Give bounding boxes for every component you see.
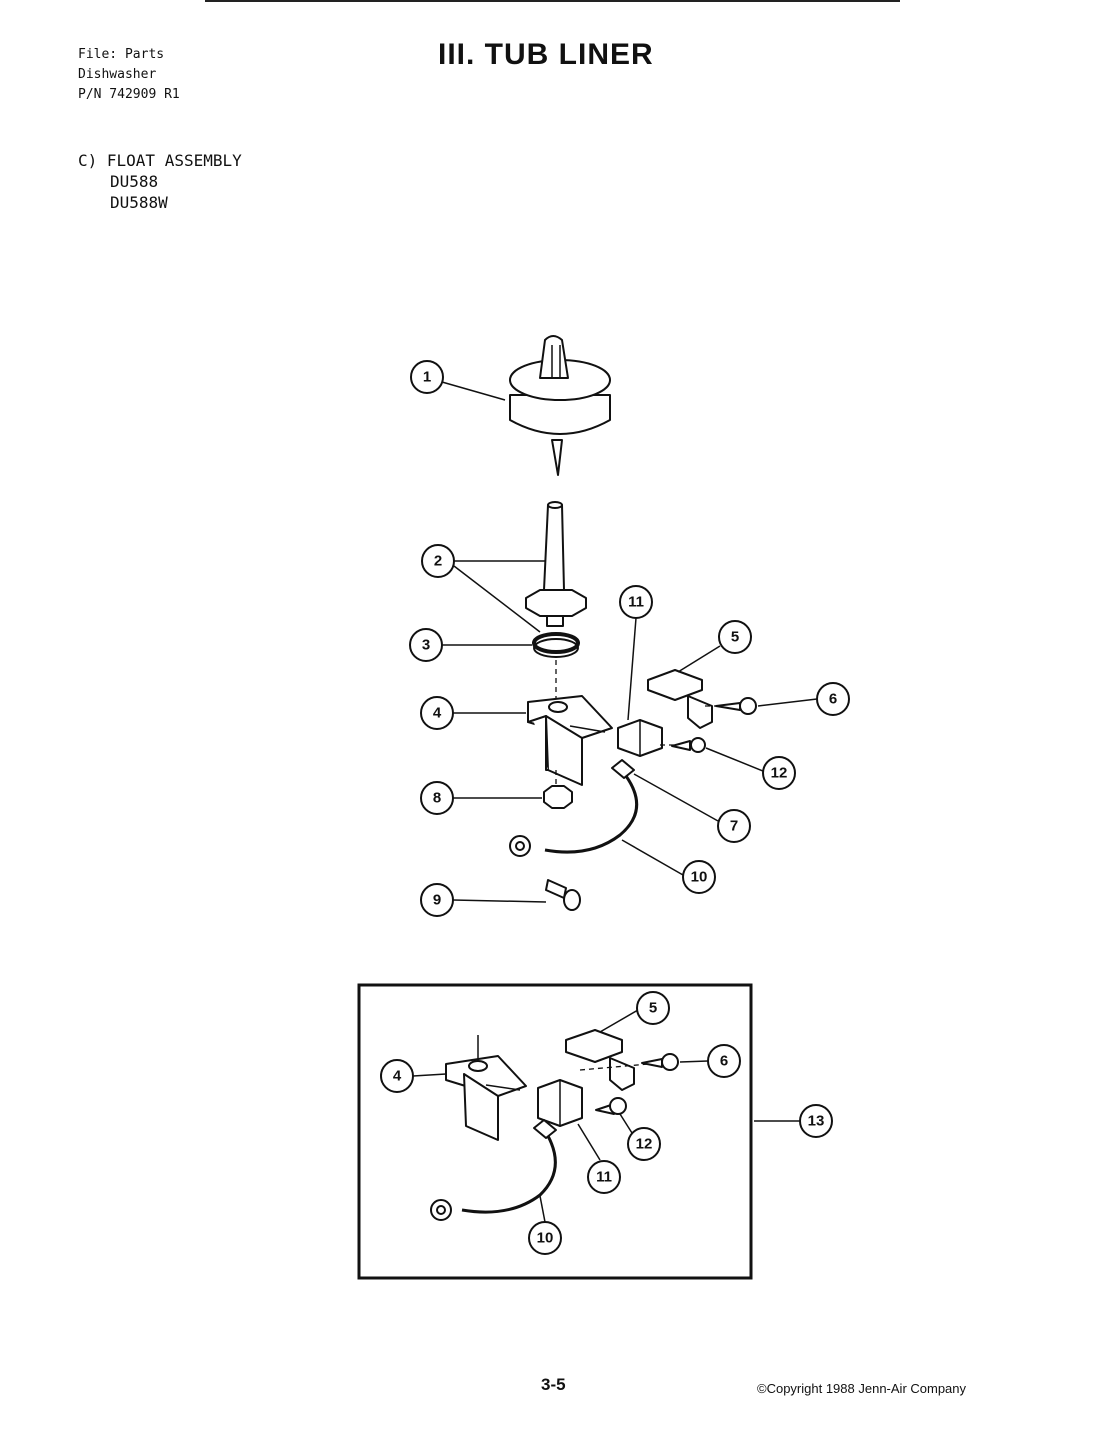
callout-13: 13 (799, 1104, 833, 1138)
callout-5: 5 (718, 620, 752, 654)
screw-part (660, 737, 706, 753)
screw-part (579, 1053, 679, 1071)
callout-12: 12 (762, 756, 796, 790)
callout-6: 6 (816, 682, 850, 716)
callout-11: 11 (619, 585, 653, 619)
callout-10: 10 (528, 1221, 562, 1255)
screw-part (545, 879, 581, 911)
callout-number: 7 (730, 818, 738, 835)
callout-4: 4 (380, 1059, 414, 1093)
model-number: DU588 (110, 172, 159, 191)
stem-part (525, 501, 587, 627)
callout-9: 9 (420, 883, 454, 917)
wire-part (430, 1135, 557, 1221)
scan-top-edge (205, 0, 900, 2)
callout-4: 4 (420, 696, 454, 730)
bracket-part (527, 695, 613, 786)
callout-2: 2 (421, 544, 455, 578)
callout-number: 11 (596, 1169, 612, 1186)
callout-5: 5 (636, 991, 670, 1025)
callout-1: 1 (410, 360, 444, 394)
callout-number: 2 (434, 553, 442, 570)
callout-6: 6 (707, 1044, 741, 1078)
clamp-part (647, 669, 713, 729)
terminal-part (533, 1119, 557, 1139)
clip-part (537, 1079, 583, 1127)
callout-number: 3 (422, 637, 430, 654)
callout-number: 5 (731, 629, 739, 646)
screw-part (705, 697, 757, 715)
page-number: 3-5 (541, 1375, 566, 1394)
o-ring-part (532, 632, 580, 658)
callout-number: 4 (433, 705, 442, 722)
section-title: C) FLOAT ASSEMBLY (78, 151, 242, 170)
float-part (509, 335, 611, 476)
leader-lines (441, 381, 818, 903)
callout-12: 12 (627, 1127, 661, 1161)
callout-number: 4 (393, 1068, 402, 1085)
callout-11: 11 (587, 1160, 621, 1194)
file-line: File: Parts (78, 47, 165, 62)
terminal-part (611, 759, 635, 779)
bracket-part (445, 1035, 527, 1141)
callout-number: 12 (771, 765, 788, 782)
callout-number: 6 (829, 691, 837, 708)
callout-number: 6 (720, 1053, 728, 1070)
callout-number: 13 (808, 1113, 825, 1130)
callout-number: 11 (628, 594, 644, 611)
product-line: Dishwasher (78, 67, 157, 82)
callout-number: 10 (691, 869, 708, 886)
clip-part (617, 719, 663, 757)
callout-number: 8 (433, 790, 441, 807)
callout-number: 9 (433, 892, 441, 909)
callout-number: 5 (649, 1000, 657, 1017)
section-heading: C) FLOAT ASSEMBLY DU588 DU588W (78, 150, 242, 213)
copyright-notice: ©Copyright 1988 Jenn-Air Company (757, 1381, 967, 1396)
callout-7: 7 (717, 809, 751, 843)
screw-part (595, 1097, 627, 1115)
nut-part (543, 785, 573, 809)
callout-8: 8 (420, 781, 454, 815)
leader-lines (412, 1009, 800, 1223)
callout-number: 10 (537, 1230, 554, 1247)
callout-number: 1 (423, 369, 431, 386)
wire-part (509, 775, 639, 857)
page-title: III. TUB LINER (438, 38, 654, 71)
part-number-line: P/N 742909 R1 (78, 87, 180, 102)
callout-number: 12 (636, 1136, 653, 1153)
file-info: File: Parts Dishwasher P/N 742909 R1 (78, 45, 180, 105)
model-number: DU588W (110, 193, 168, 212)
callout-10: 10 (682, 860, 716, 894)
callout-3: 3 (409, 628, 443, 662)
